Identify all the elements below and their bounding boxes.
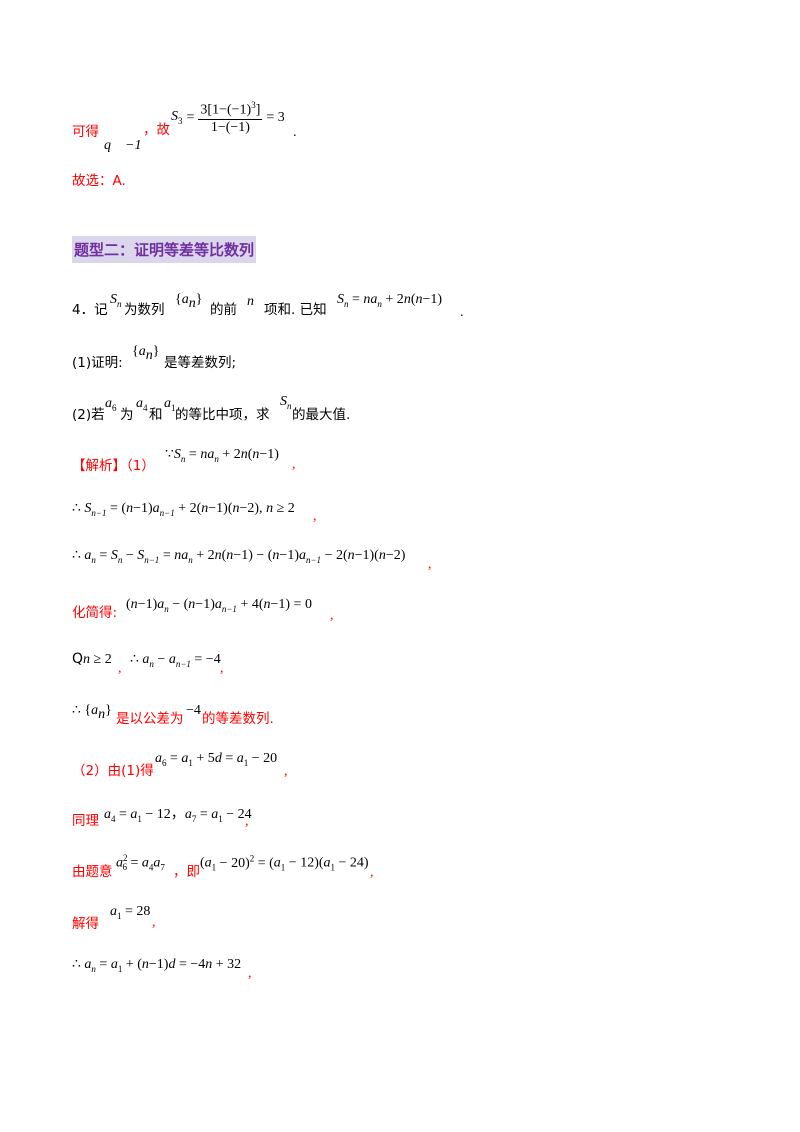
line6-text: 是以公差为	[116, 711, 184, 727]
part1-text: 是等差数列;	[164, 355, 237, 371]
comma-8: ,	[245, 814, 249, 829]
math-a6: a6	[105, 396, 117, 413]
math-n: n	[247, 294, 254, 309]
math-line5-b: ∴ an − an−1 = −4	[130, 652, 221, 669]
math-line6-val: −4	[186, 703, 201, 718]
comma-6: ,	[220, 661, 224, 676]
part2-wei: 为	[120, 407, 134, 423]
tongli-label: 同理	[72, 813, 99, 829]
line6-text2: 的等差数列.	[202, 711, 274, 727]
math-Sn-2: Sn	[280, 394, 292, 411]
math-line4: (n−1)an − (n−1)an−1 + 4(n−1) = 0	[126, 597, 312, 614]
math-tongli: a4 = a1 − 12，a7 = a1 − 24	[104, 807, 252, 824]
comma-5: ,	[118, 661, 122, 676]
math-youtiyi: a26 = a4a7	[116, 853, 165, 873]
math-line5-a: Qn ≥ 2	[72, 651, 112, 667]
math-sol-eq1: ∵Sn = nan + 2n(n−1)	[165, 447, 279, 464]
simplify-label: 化简得:	[72, 605, 118, 621]
section-heading: 题型二：证明等差等比数列	[72, 236, 257, 263]
math-s3-formula: S3 = 3[1−(−1)3] 1−(−1) = 3	[171, 100, 285, 135]
text-choice: 故选：A.	[72, 173, 126, 189]
text-gu: ，故	[143, 122, 170, 138]
math-an-set: {an}	[175, 292, 203, 311]
jiede-label: 解得	[72, 916, 99, 932]
math-a1: a1	[164, 396, 176, 413]
text-end-period: .	[460, 305, 464, 320]
math-final: ∴ an = a1 + (n−1)d = −4n + 32	[72, 957, 242, 974]
part2-mid: 的等比中项，求	[175, 407, 270, 423]
math-p2-eq: a6 = a1 + 5d = a1 − 20	[155, 751, 278, 768]
youtiyi-label: 由题意	[72, 864, 113, 880]
math-line6: ∴ {an}	[72, 703, 112, 722]
math-line2: ∴ Sn−1 = (n−1)an−1 + 2(n−1)(n−2), n ≥ 2	[72, 501, 295, 518]
comma-1: ,	[292, 457, 296, 472]
math-line3: ∴ an = Sn − Sn−1 = nan + 2n(n−1) − (n−1)…	[72, 548, 406, 565]
part2-ruo: (2)若	[72, 407, 105, 423]
text-period: .	[293, 125, 297, 140]
math-a4: a4	[136, 396, 148, 413]
math-ji: (a1 − 20)2 = (a1 − 12)(a1 − 24)	[200, 853, 369, 873]
part2-he: 和	[149, 407, 163, 423]
ji-label: ，即	[173, 864, 200, 880]
math-part1-set: {an}	[132, 344, 160, 363]
text-de-qian: 的前	[210, 302, 237, 318]
comma-10: ,	[152, 915, 156, 930]
comma-4: ,	[330, 608, 334, 623]
comma-2: ,	[313, 509, 317, 524]
math-Sn: Sn	[110, 292, 122, 309]
text-kede: 可得	[72, 124, 99, 140]
part2-label: （2）由(1)得	[72, 763, 154, 779]
comma-7: ,	[284, 764, 288, 779]
problem-number-ji: 4．记	[72, 302, 108, 318]
comma-11: ,	[248, 966, 252, 981]
text-wei-shulie: 为数列	[124, 302, 165, 318]
part1-label: (1)证明:	[72, 355, 123, 371]
comma-9: ,	[370, 865, 374, 880]
part2-end: 的最大值.	[292, 407, 351, 423]
comma-3: ,	[428, 557, 432, 572]
math-given-formula: Sn = nan + 2n(n−1)	[337, 292, 443, 309]
math-q-eq: q −1	[104, 138, 142, 153]
solution-label: 【解析】（1）	[72, 458, 155, 474]
text-xiang-he: 项和. 已知	[264, 302, 327, 318]
math-jiede: a1 = 28	[110, 904, 151, 921]
